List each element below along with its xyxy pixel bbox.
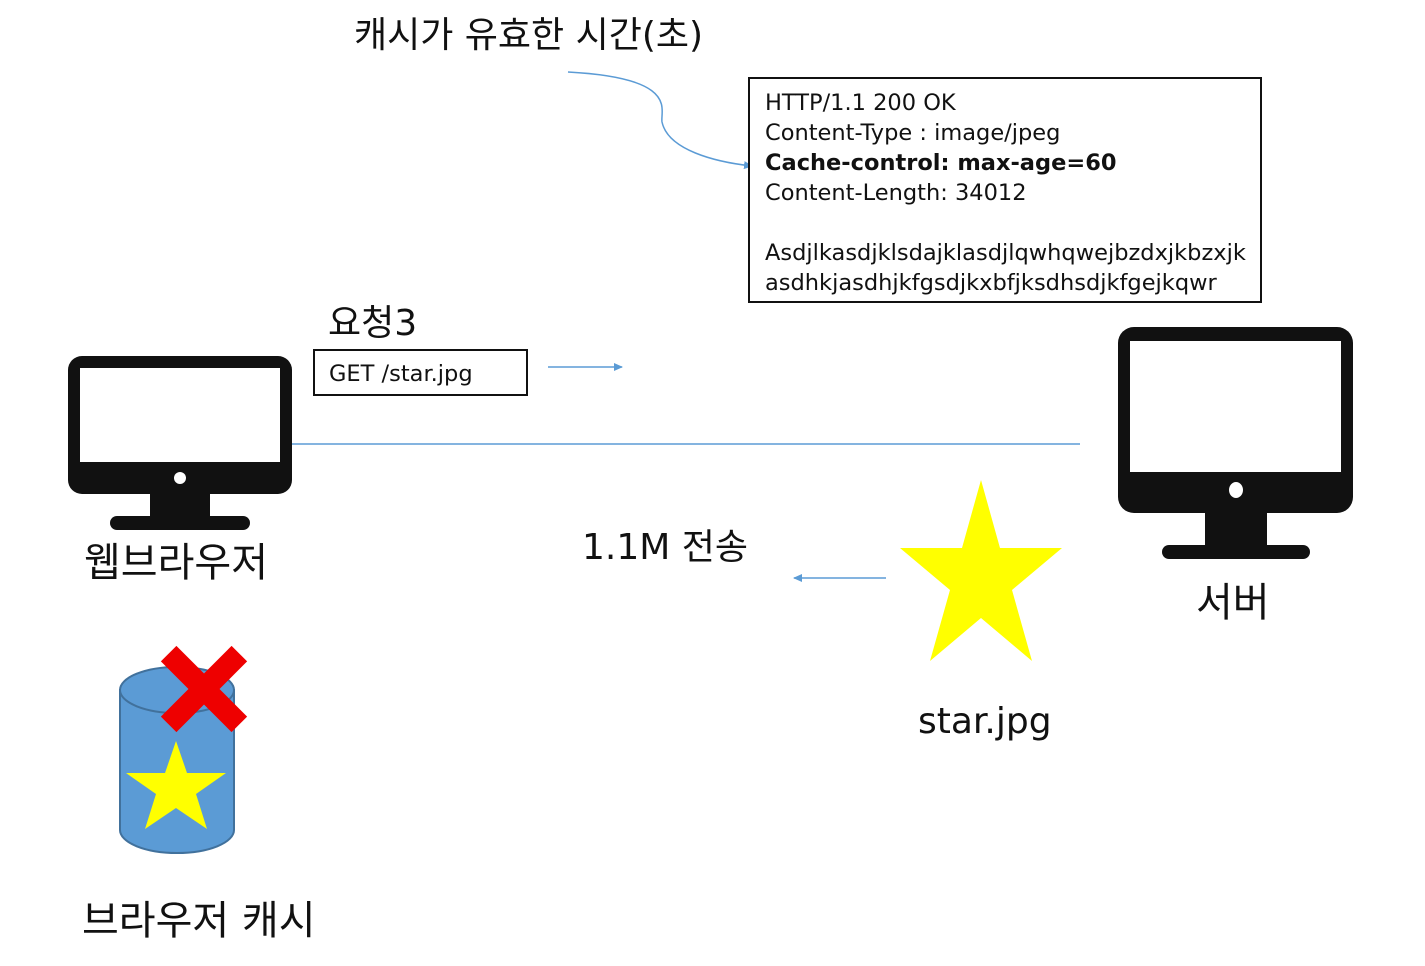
response-body-line-1: Asdjlkasdjklsdajklasdjlqwhqwejbzdxjkbzxj… [765, 240, 1246, 266]
response-content-type: Content-Type : image/jpeg [765, 120, 1061, 146]
browser-label: 웹브라우저 [84, 540, 268, 586]
response-body-line-2: asdhkjasdhjkfgsdjkxbfjksdhsdjkfgejkqwr [765, 270, 1217, 296]
browser-monitor-icon [68, 356, 292, 530]
cache-annotation-connector [567, 71, 753, 170]
http-response-box: HTTP/1.1 200 OK Content-Type : image/jpe… [748, 77, 1262, 303]
transfer-label: 1.1M 전송 [582, 527, 748, 568]
server-label: 서버 [1196, 580, 1270, 626]
response-content-length: Content-Length: 34012 [765, 180, 1027, 206]
file-star-icon [900, 480, 1062, 661]
cache-valid-time-label: 캐시가 유효한 시간(초) [354, 15, 704, 56]
red-x-icon [160, 645, 248, 733]
response-blank-line [765, 208, 1260, 238]
request-label: 요청3 [328, 303, 418, 344]
request-box: GET /star.jpg [313, 349, 528, 396]
file-label: star.jpg [918, 701, 1052, 742]
server-monitor-icon [1118, 327, 1353, 559]
response-cache-control: Cache-control: max-age=60 [765, 150, 1117, 176]
cached-star-icon [126, 741, 226, 829]
response-status-line: HTTP/1.1 200 OK [765, 90, 956, 116]
browser-cache-label: 브라우저 캐시 [82, 898, 316, 944]
